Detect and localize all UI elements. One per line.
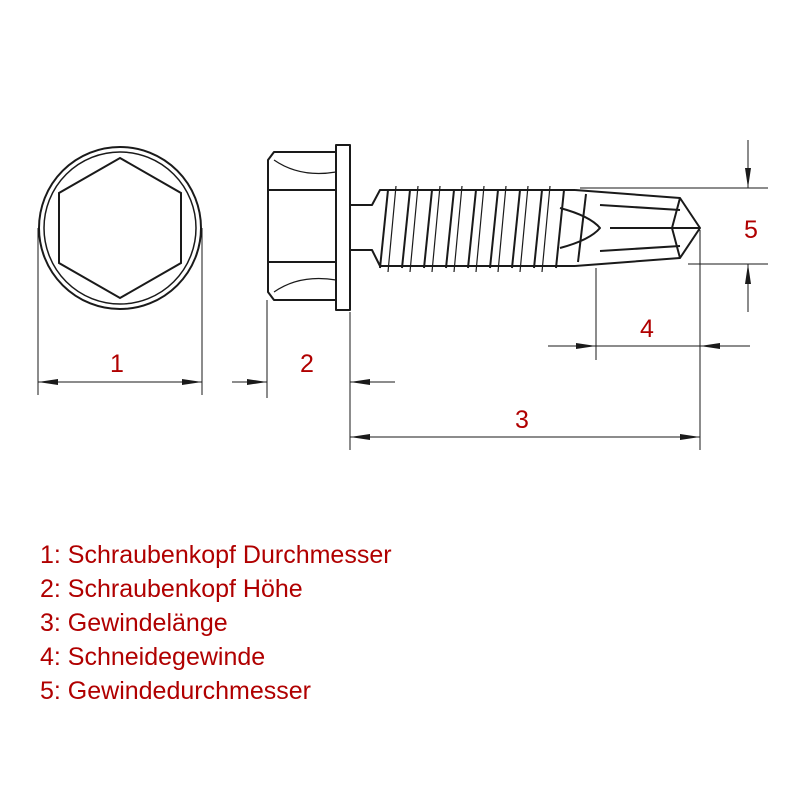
legend-item: 3: Gewindelänge <box>40 609 228 637</box>
dimension-legend: 1: Schraubenkopf Durchmesser 2: Schraube… <box>40 538 392 708</box>
legend-item: 4: Schneidegewinde <box>40 643 266 671</box>
head-end-view <box>38 146 202 310</box>
screw-side-view <box>267 144 701 311</box>
dim-label-1: 1 <box>110 350 124 378</box>
legend-item: 5: Gewindedurchmesser <box>40 677 311 705</box>
legend-item: 1: Schraubenkopf Durchmesser <box>40 541 392 569</box>
dim-label-2: 2 <box>300 350 314 378</box>
dim-label-4: 4 <box>640 315 654 343</box>
dim-label-5: 5 <box>744 216 758 244</box>
screw-technical-drawing: 1 2 3 4 5 <box>37 140 768 450</box>
legend-item: 2: Schraubenkopf Höhe <box>40 575 303 603</box>
dimension-lines <box>38 140 751 440</box>
extension-lines <box>37 187 768 450</box>
dim-label-3: 3 <box>515 406 529 434</box>
